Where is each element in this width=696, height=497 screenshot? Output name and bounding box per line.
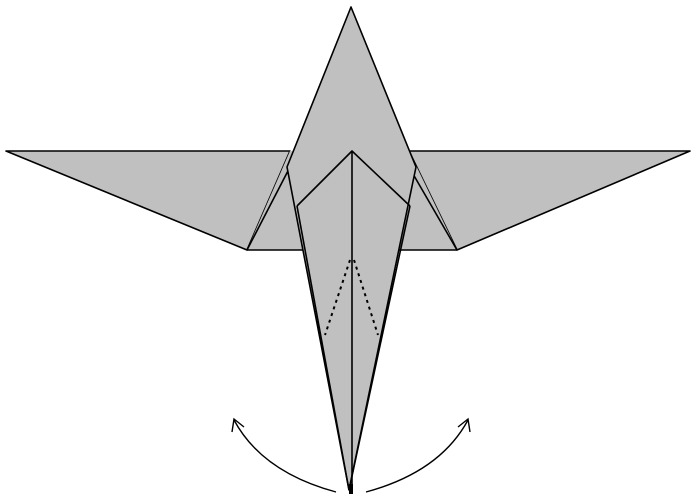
right-arrowhead <box>458 419 470 432</box>
left-arrowhead <box>232 419 244 432</box>
left-fold-arrow <box>234 420 336 492</box>
pivot-point <box>349 484 353 494</box>
left-wing <box>6 151 290 250</box>
right-fold-arrow <box>366 420 468 492</box>
right-wing <box>409 151 690 250</box>
